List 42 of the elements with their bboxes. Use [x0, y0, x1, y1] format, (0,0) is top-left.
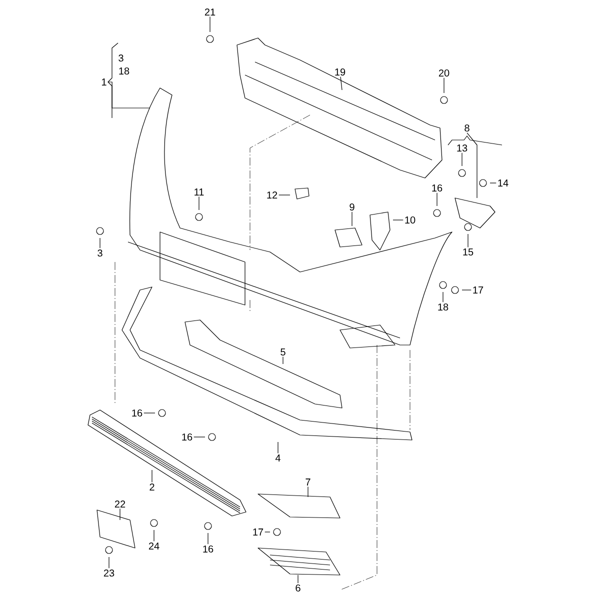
callout-number: 6	[296, 584, 300, 592]
leader-line	[442, 292, 444, 302]
callout-number: 4	[275, 454, 280, 462]
callout-number: 11	[194, 188, 204, 196]
leader-line	[278, 194, 290, 196]
callout-number: 7	[306, 478, 310, 486]
leader-line	[340, 76, 342, 90]
callout-number: 1	[102, 78, 106, 86]
callout-number: 17	[473, 286, 484, 294]
callout-number: 15	[463, 248, 474, 256]
leader-line	[466, 132, 478, 198]
callout-number: 13	[457, 144, 468, 152]
callout-number: 5	[280, 348, 286, 356]
callout-number: 17	[253, 528, 264, 536]
callout-number: 10	[405, 216, 416, 224]
callout-number: 3	[118, 54, 124, 62]
callout-number: 20	[438, 69, 450, 77]
callout-number: 12	[267, 192, 278, 198]
callout-number: 14	[498, 180, 508, 186]
callout-number: 16	[203, 545, 214, 553]
callout-number: 18	[438, 303, 448, 311]
callout-number: 8	[464, 124, 470, 132]
callout-number: 16	[182, 433, 192, 441]
callout-number: 22	[114, 500, 126, 508]
callout-number: 3	[98, 249, 102, 257]
callout-number: 9	[350, 203, 354, 211]
callout-number: 21	[204, 8, 216, 16]
callout-number: 23	[104, 569, 114, 577]
leader-line	[108, 556, 110, 568]
leader-line	[490, 182, 496, 184]
leader-line	[144, 412, 156, 414]
callout-number: 16	[132, 409, 142, 417]
callout-number: 18	[119, 67, 130, 75]
callout-number: 2	[150, 484, 154, 490]
leader-line	[436, 192, 438, 206]
leader-line	[108, 82, 150, 108]
leader-line	[198, 196, 200, 210]
callout-number: 16	[432, 184, 442, 192]
leader-line	[282, 356, 284, 364]
callout-number: 19	[335, 68, 346, 76]
callout-number: 24	[148, 542, 160, 550]
leader-line	[194, 436, 206, 438]
